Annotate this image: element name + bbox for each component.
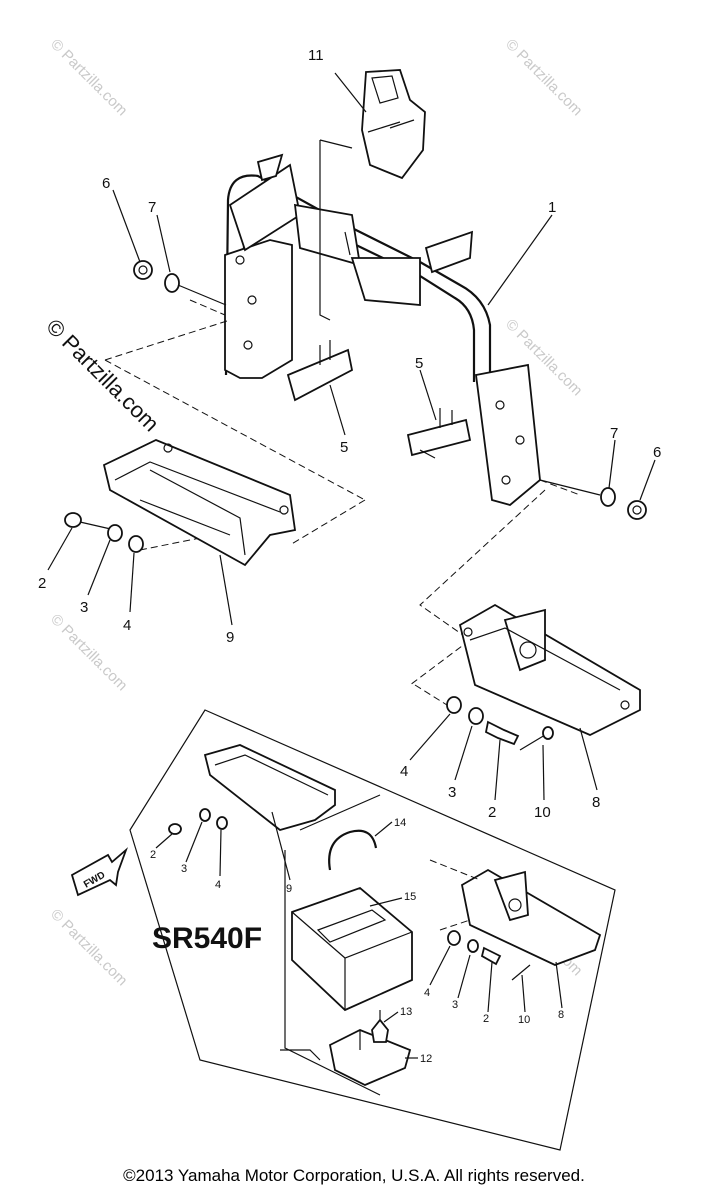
callout-3-right: 3 xyxy=(448,784,456,801)
callout-13: 13 xyxy=(400,1006,412,1018)
callout-1: 1 xyxy=(548,199,556,216)
part-14-cable xyxy=(328,829,378,871)
part-9-bracket-left xyxy=(102,439,297,567)
callouts: 11 1 6 7 5 5 7 6 2 3 4 9 4 3 2 10 8 14 1… xyxy=(38,47,661,1065)
callout-2-left: 2 xyxy=(38,575,46,592)
callout-3-left: 3 xyxy=(80,599,88,616)
callout-12: 12 xyxy=(420,1053,432,1065)
callout-4-left: 4 xyxy=(123,617,131,634)
callout-2-inset-right: 2 xyxy=(483,1013,489,1025)
callout-9-inset: 9 xyxy=(286,883,292,895)
watermark-large: © Partzilla.com xyxy=(41,314,164,437)
callout-6-left: 6 xyxy=(102,175,110,192)
callout-3-inset-right: 3 xyxy=(452,999,458,1011)
callout-10-inset: 10 xyxy=(518,1014,530,1026)
watermarks: © Partzilla.com © Partzilla.com © Partzi… xyxy=(47,36,585,989)
callout-4-inset: 4 xyxy=(215,879,221,891)
watermark-1: © Partzilla.com xyxy=(47,36,130,119)
callout-15: 15 xyxy=(404,891,416,903)
callout-8-inset: 8 xyxy=(558,1009,564,1021)
callout-6-right: 6 xyxy=(653,444,661,461)
callout-8-right: 8 xyxy=(592,794,600,811)
part-6-7-fasteners xyxy=(133,260,647,520)
inset-part-8 xyxy=(429,859,602,981)
part-15-box xyxy=(291,886,413,1012)
callout-4-right: 4 xyxy=(400,763,408,780)
watermark-6: © Partzilla.com xyxy=(47,906,130,989)
inset-frame xyxy=(129,709,616,1151)
callout-4-inset-right: 4 xyxy=(424,987,430,999)
leader-lines xyxy=(47,189,656,1059)
part-5-plates xyxy=(286,340,472,459)
callout-7-right: 7 xyxy=(610,425,618,442)
callout-10-right: 10 xyxy=(534,804,551,821)
part-1-front-guard xyxy=(224,153,541,506)
callout-7-left: 7 xyxy=(148,199,156,216)
part-12-13-bracket xyxy=(280,850,412,1096)
callout-5-right: 5 xyxy=(415,355,423,372)
fasteners-left xyxy=(64,512,144,553)
watermark-4: © Partzilla.com xyxy=(47,611,130,694)
callout-2-inset: 2 xyxy=(150,849,156,861)
copyright-notice: ©2013 Yamaha Motor Corporation, U.S.A. A… xyxy=(123,1166,585,1185)
callout-11: 11 xyxy=(308,47,324,64)
callout-2-right: 2 xyxy=(488,804,496,821)
parts-diagram: © Partzilla.com © Partzilla.com © Partzi… xyxy=(38,36,661,1151)
fwd-arrow-icon: FWD xyxy=(70,847,129,897)
fasteners-right xyxy=(446,696,554,751)
callout-14: 14 xyxy=(394,817,406,829)
part-8-bracket-right xyxy=(458,603,641,736)
assembly-lines xyxy=(104,139,581,711)
callout-5-center: 5 xyxy=(340,439,348,456)
watermark-2: © Partzilla.com xyxy=(502,36,585,119)
callout-9-upper: 9 xyxy=(226,629,234,646)
callout-3-inset: 3 xyxy=(181,863,187,875)
part-11-cover xyxy=(361,69,426,180)
inset-part-9 xyxy=(168,744,381,835)
model-label: SR540F xyxy=(152,922,262,955)
